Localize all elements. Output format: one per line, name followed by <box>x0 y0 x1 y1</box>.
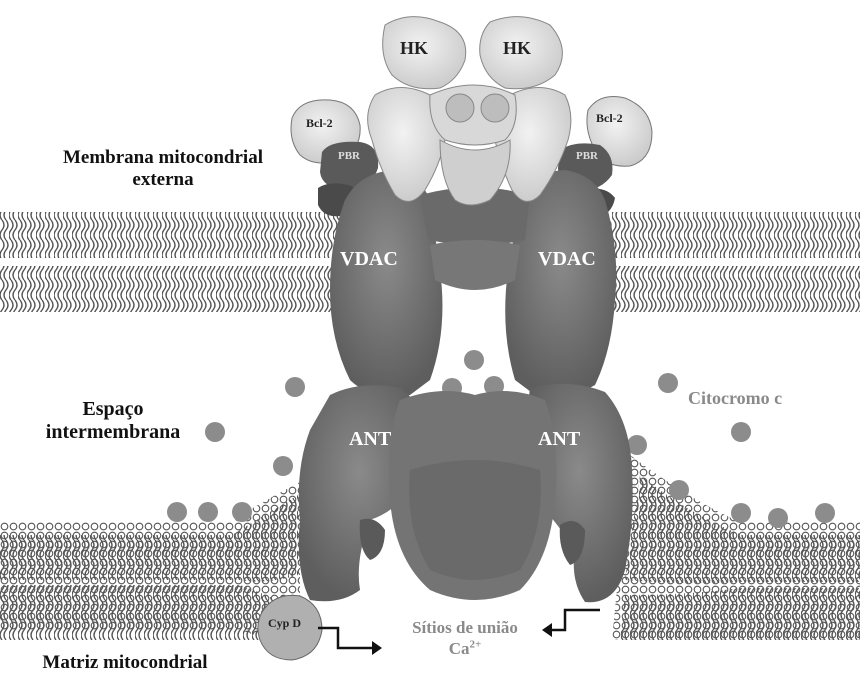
cytochrome-dot <box>464 350 484 370</box>
bcl2-right-label: Bcl-2 <box>596 112 623 126</box>
cytochrome-dot <box>285 377 305 397</box>
pbr-left-label: PBR <box>338 150 360 162</box>
cytochrome-dot <box>198 502 218 522</box>
hexokinase-complex <box>368 17 571 205</box>
bcl2-left-label: Bcl-2 <box>306 117 333 131</box>
ant-complex <box>299 384 633 602</box>
binding-sites-label: Sítios de união Ca2+ <box>385 617 545 660</box>
outer-membrane-label-line1: Membrana mitocondrial <box>18 147 308 169</box>
cytochrome-dot <box>205 422 225 442</box>
cytochrome-dot <box>273 456 293 476</box>
cytochrome-dot <box>731 503 751 523</box>
vdac-left-label: VDAC <box>340 248 398 271</box>
cytochrome-dot <box>768 508 788 528</box>
matrix-label: Matriz mitocondrial <box>0 652 250 674</box>
intermembrane-label-line2: intermembrana <box>18 421 208 444</box>
cytochrome-dot <box>658 373 678 393</box>
cypd-label: Cyp D <box>268 617 301 631</box>
calcium-symbol: Ca <box>449 639 470 658</box>
pbr-right-label: PBR <box>576 150 598 162</box>
cytochrome-dot <box>815 503 835 523</box>
cytochrome-dot <box>731 422 751 442</box>
arrow-left <box>318 628 372 648</box>
outer-membrane-label-line2: externa <box>18 169 308 191</box>
cytochrome-dot <box>167 502 187 522</box>
outer-membrane-label: Membrana mitocondrial externa <box>18 147 308 191</box>
vdac-right-label: VDAC <box>538 248 596 271</box>
arrow-right <box>550 610 600 630</box>
ant-right-label: ANT <box>538 428 580 451</box>
cytochrome-label: Citocromo c <box>688 388 782 409</box>
calcium-charge: 2+ <box>470 639 482 651</box>
intermembrane-label-line1: Espaço <box>18 398 208 421</box>
cytochrome-dot <box>232 502 252 522</box>
ant-left-label: ANT <box>349 428 391 451</box>
hk-left-label: HK <box>400 38 428 59</box>
binding-sites-line2: Ca2+ <box>385 638 545 659</box>
hk-right-label: HK <box>503 38 531 59</box>
binding-sites-line1: Sítios de união <box>385 617 545 638</box>
cytochrome-dot <box>669 480 689 500</box>
intermembrane-label: Espaço intermembrana <box>18 398 208 444</box>
